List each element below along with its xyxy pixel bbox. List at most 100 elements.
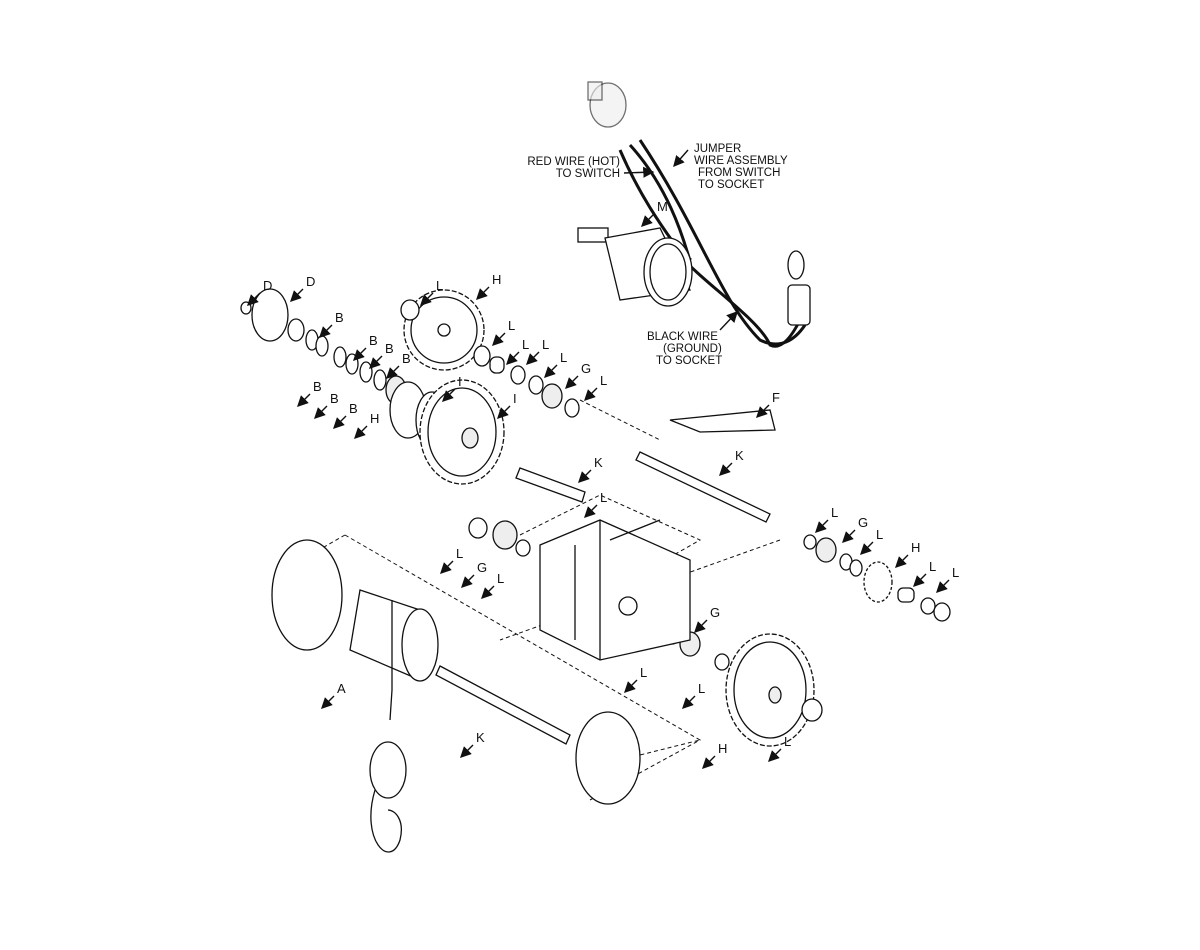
part-label-h: H bbox=[911, 540, 920, 555]
leader-arrow bbox=[319, 324, 333, 338]
leader-arrow bbox=[624, 679, 638, 693]
black-wire-label-1: BLACK WIRE bbox=[647, 331, 718, 343]
leader-arrow bbox=[913, 573, 927, 587]
part-label-l: L bbox=[497, 571, 504, 586]
leader-arrow bbox=[354, 425, 368, 439]
part-label-l: L bbox=[600, 490, 607, 505]
leader-arrow bbox=[641, 213, 655, 227]
part-label-b: B bbox=[330, 391, 339, 406]
part-label-d: D bbox=[306, 274, 315, 289]
switch-part bbox=[587, 81, 627, 128]
leader-arrow bbox=[247, 292, 261, 306]
leader-arrow bbox=[314, 405, 328, 419]
part-label-b: B bbox=[369, 333, 378, 348]
part-label-f: F bbox=[772, 390, 780, 405]
leader-arrow bbox=[895, 554, 909, 568]
part-label-k: K bbox=[735, 448, 744, 463]
leader-arrow bbox=[694, 619, 708, 633]
part-label-g: G bbox=[858, 515, 868, 530]
leader-arrow bbox=[936, 579, 950, 593]
leader-arrow bbox=[506, 351, 520, 365]
leader-arrow bbox=[584, 387, 598, 401]
pinion-gear-h bbox=[863, 561, 893, 603]
leader-arrow bbox=[526, 351, 540, 365]
jumper-label-4: TO SOCKET bbox=[698, 179, 764, 191]
part-label-h: H bbox=[718, 741, 727, 756]
assembly-guide-lines bbox=[274, 399, 781, 801]
part-label-b: B bbox=[313, 379, 322, 394]
leader-arrow bbox=[497, 405, 511, 419]
part-label-d: D bbox=[263, 278, 272, 293]
leader-arrow bbox=[481, 585, 495, 599]
gear-middle-i bbox=[419, 379, 505, 485]
socket-part bbox=[787, 250, 811, 326]
part-label-g: G bbox=[477, 560, 487, 575]
part-label-l: L bbox=[560, 350, 567, 365]
leader-arrow bbox=[460, 744, 474, 758]
leader-arrow bbox=[440, 560, 454, 574]
part-label-k: K bbox=[476, 730, 485, 745]
part-label-h: H bbox=[492, 272, 501, 287]
leader-arrow bbox=[719, 462, 733, 476]
leader-arrow bbox=[386, 365, 400, 379]
part-label-l: L bbox=[640, 665, 647, 680]
leader-arrow bbox=[476, 286, 490, 300]
leader-arrow bbox=[565, 375, 579, 389]
part-label-b: B bbox=[402, 351, 411, 366]
part-label-l: L bbox=[436, 278, 443, 293]
jumper-label-1: JUMPER bbox=[694, 143, 741, 155]
leader-arrow bbox=[297, 393, 311, 407]
leader-arrow bbox=[584, 504, 598, 518]
part-label-g: G bbox=[710, 605, 720, 620]
leader-arrow bbox=[702, 755, 716, 769]
part-label-b: B bbox=[335, 310, 344, 325]
part-label-l: L bbox=[784, 734, 791, 749]
drum-part-a bbox=[271, 539, 641, 853]
gear-upper-h bbox=[403, 289, 485, 371]
leader-arrow bbox=[578, 469, 592, 483]
leader-arrow bbox=[461, 574, 475, 588]
gear-lower-h bbox=[725, 633, 815, 747]
leader-arrow bbox=[842, 529, 856, 543]
part-label-l: L bbox=[522, 337, 529, 352]
shafts-k bbox=[435, 451, 771, 745]
part-label-m: M bbox=[657, 199, 668, 214]
part-label-b: B bbox=[385, 341, 394, 356]
leader-arrow bbox=[442, 388, 456, 402]
part-label-l: L bbox=[929, 559, 936, 574]
washers-and-nuts bbox=[400, 299, 951, 722]
part-label-a: A bbox=[337, 681, 346, 696]
part-label-b: B bbox=[349, 401, 358, 416]
leader-arrow bbox=[321, 695, 335, 709]
black-wire-label-3: TO SOCKET bbox=[656, 355, 722, 367]
leader-arrow bbox=[756, 404, 770, 418]
leader-arrow bbox=[333, 415, 347, 429]
jumper-wire bbox=[638, 139, 807, 346]
red-wire-label-2: TO SWITCH bbox=[556, 168, 620, 180]
leader-arrow bbox=[420, 292, 434, 306]
black-wire-label-2: (GROUND) bbox=[663, 343, 722, 355]
part-label-l: L bbox=[831, 505, 838, 520]
part-label-g: G bbox=[581, 361, 591, 376]
part-label-l: L bbox=[698, 681, 705, 696]
leader-arrow bbox=[815, 519, 829, 533]
part-label-k: K bbox=[594, 455, 603, 470]
leader-arrow bbox=[290, 288, 304, 302]
part-label-l: L bbox=[600, 373, 607, 388]
part-label-h: H bbox=[370, 411, 379, 426]
leader-arrow bbox=[544, 364, 558, 378]
motor-part-m bbox=[577, 227, 693, 307]
handle-part-f bbox=[669, 409, 776, 433]
part-label-l: L bbox=[876, 527, 883, 542]
leader-arrow bbox=[353, 347, 367, 361]
part-label-i: I bbox=[458, 374, 462, 389]
jumper-label-2: WIRE ASSEMBLY bbox=[694, 155, 788, 167]
part-label-l: L bbox=[508, 318, 515, 333]
jumper-label-3: FROM SWITCH bbox=[698, 167, 780, 179]
winch-frame bbox=[539, 519, 691, 661]
leader-arrow bbox=[768, 748, 782, 762]
part-label-l: L bbox=[456, 546, 463, 561]
red-wire-label-1: RED WIRE (HOT) bbox=[527, 156, 620, 168]
